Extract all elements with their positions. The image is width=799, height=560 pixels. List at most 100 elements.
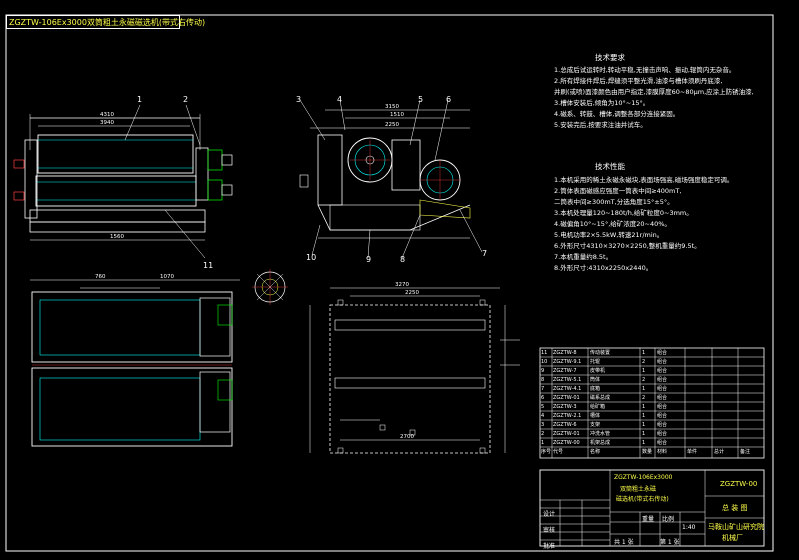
bom-cell: 组合 [657, 422, 668, 428]
foundation-plan [309, 287, 520, 454]
dim-side-top: 2250 [385, 122, 399, 128]
bom-cell: 1 [642, 431, 646, 437]
tech-req-5: 4.磁系、转鼓、槽体,调整各部分连接紧固。 [554, 110, 680, 118]
bom-cell: 冲洗水管 [590, 431, 611, 437]
bom-cell: 槽体 [590, 413, 601, 419]
bom-cell: 组合 [657, 368, 668, 374]
bom-cell: ZGZTW-7 [553, 368, 577, 374]
bom-cell: 1 [642, 422, 646, 428]
bom-cell: 机架总成 [590, 440, 611, 446]
dim-plan-length: 3270 [395, 282, 409, 288]
bom-cell: 1 [642, 368, 646, 374]
dim-side-sub: 1510 [390, 112, 404, 118]
bom-header-cell: 总计 [714, 449, 725, 455]
sheet-border [5, 14, 774, 552]
bom-cell: 组合 [657, 431, 668, 437]
checker-label: 审核 [543, 527, 556, 534]
org-sub: 机械厂 [722, 534, 743, 542]
bom-cell: ZGZTW-01 [553, 431, 580, 437]
dim-front-inner: 3940 [100, 120, 114, 126]
dim-plan-a: 760 [95, 274, 106, 280]
bom-cell: 传动装置 [590, 350, 611, 356]
bom-header-cell: 序号 [541, 449, 552, 455]
bom-cell: ZGZTW-5.1 [553, 377, 582, 383]
bom-cell: 9 [541, 368, 545, 374]
bom-cell: 2 [642, 377, 646, 383]
bom-cell: 3 [541, 422, 545, 428]
bom-cell: 托辊 [590, 359, 601, 365]
bom-cell: 1 [642, 404, 646, 410]
callout-3: 3 [296, 95, 301, 104]
tech-req-2: 2.所有焊接件焊后,焊缝须平整光滑,油漆与槽体须刷丹底漆, [554, 77, 723, 85]
org-name: 马鞍山矿山研究院 [708, 523, 764, 531]
tech-req-1: 1.总成后试运转时,转动平稳,无撞击声响、振动,辊筒内无杂音。 [554, 66, 736, 74]
bom-cell: 给矿箱 [590, 404, 606, 410]
bom-cell: 支架 [590, 422, 601, 428]
bom-cell: 皮带机 [590, 368, 606, 374]
tech-perf-2: 2.筒体表面磁感应强度一筒表中间≥400mT, [554, 187, 682, 195]
bom-table-grid [539, 347, 765, 459]
bom-cell: ZGZTW-6 [553, 422, 577, 428]
scale-value: 1:40 [682, 524, 696, 531]
bom-cell: 组合 [657, 377, 668, 383]
tech-perf-7: 6.外形尺寸4310×3270×2250,整机重量约9.5t。 [554, 242, 701, 250]
dim-front-base: 1560 [110, 234, 124, 240]
bom-cell: 11 [541, 350, 548, 356]
bom-header-cell: 备注 [740, 449, 751, 455]
dim-plan-dim: 2700 [400, 434, 414, 440]
bom-cell: 2 [642, 359, 646, 365]
designer-label: 设计 [543, 511, 556, 518]
tech-req-4: 3.槽体安装后,倾角为10°~15°。 [554, 99, 650, 107]
bom-cell: 组合 [657, 404, 668, 410]
callout-1: 1 [137, 95, 142, 104]
bom-cell: 底箱 [590, 386, 601, 392]
title-name-line1: ZGZTW-106Ex3000 [614, 474, 673, 481]
bom-cell: 磁系总成 [590, 395, 611, 401]
title-block-grid [539, 469, 765, 547]
title-name-line3: 磁选机(带式右传动) [616, 496, 669, 503]
tech-perf-1: 1.本机采用的稀土永磁永磁块,表面场强高,磁场强度稳定可调。 [554, 176, 734, 184]
bom-cell: 1 [642, 350, 646, 356]
bom-cell: 6 [541, 395, 545, 401]
bom-cell: ZGZTW-3 [553, 404, 577, 410]
scale-label: 比例 [662, 516, 675, 523]
callout-8: 8 [400, 255, 405, 264]
plan-view-left [30, 279, 240, 447]
callout-9: 9 [366, 255, 371, 264]
bom-cell: 10 [541, 359, 548, 365]
bom-cell: 1 [642, 440, 646, 446]
bom-cell: 组合 [657, 386, 668, 392]
bom-header-cell: 代号 [553, 449, 564, 455]
bom-cell: 4 [541, 413, 545, 419]
front-view [13, 104, 233, 259]
bom-header-cell: 单件 [687, 449, 698, 455]
dim-plan-b: 1070 [160, 274, 174, 280]
approver-label: 批准 [543, 543, 556, 550]
title-name-line2: 双筒粗土永磁 [620, 486, 657, 493]
bom-cell: 组合 [657, 413, 668, 419]
callout-10: 10 [306, 253, 316, 262]
bom-cell: 8 [541, 377, 545, 383]
callout-5: 5 [418, 95, 423, 104]
bom-cell: 2 [541, 431, 545, 437]
weight-label: 重量 [642, 516, 655, 523]
bom-cell: 2 [642, 395, 646, 401]
bom-cell: ZGZTW-00 [553, 440, 580, 446]
bom-cell: 组合 [657, 350, 668, 356]
callout-labels: 1 2 3 4 5 6 7 8 9 10 11 [137, 95, 487, 270]
callout-2: 2 [183, 95, 188, 104]
dimension-labels: 4310 3940 1560 3150 1510 2250 3270 2250 … [95, 104, 419, 440]
tech-perf-title: 技术性能 [595, 162, 625, 171]
bom-cell: 组合 [657, 395, 668, 401]
bom-cell: ZGZTW-01 [553, 395, 580, 401]
bom-cell: 组合 [657, 359, 668, 365]
bom-header-cell: 名称 [590, 449, 601, 455]
sheet-number: 第 1 张 [660, 539, 680, 546]
dim-plan-sub: 2250 [405, 290, 419, 296]
detail-view [252, 269, 288, 305]
bom-cell: 1 [642, 386, 646, 392]
dim-side-width: 3150 [385, 104, 399, 110]
bom-cell: ZGZTW-8 [553, 350, 577, 356]
sheet-name: 总 装 图 [722, 504, 748, 512]
tech-perf-9: 8.外形尺寸:4310x2250x2440。 [554, 264, 653, 272]
